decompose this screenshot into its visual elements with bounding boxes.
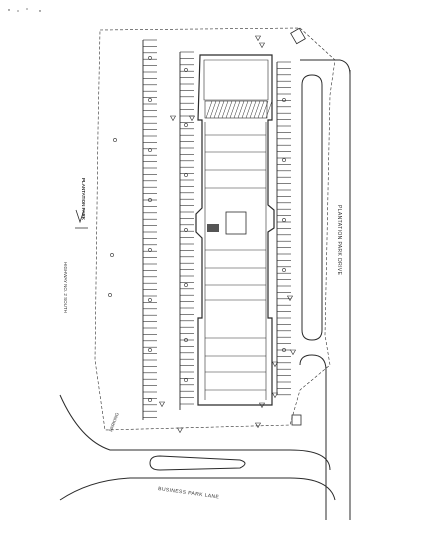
center-lobby bbox=[225, 211, 247, 235]
drawing-line bbox=[257, 100, 265, 119]
drawing-line bbox=[225, 100, 233, 119]
light-pole-marker bbox=[282, 158, 286, 162]
light-pole-marker bbox=[282, 98, 286, 102]
side-label-left: HIGHWAY NO. 2 SOUTH bbox=[63, 262, 68, 313]
signage-marker bbox=[254, 422, 262, 429]
signage-marker bbox=[289, 349, 297, 356]
light-pole-marker bbox=[282, 268, 286, 272]
drawing-line bbox=[213, 100, 221, 119]
light-pole-marker bbox=[184, 283, 188, 287]
corner-structure-top bbox=[290, 27, 306, 45]
light-pole-marker bbox=[282, 218, 286, 222]
signage-marker bbox=[176, 427, 184, 434]
inner-parking-row bbox=[179, 51, 194, 410]
tenant-unit-divisions bbox=[204, 122, 267, 400]
signage-marker bbox=[254, 35, 262, 42]
drawing-line bbox=[217, 100, 225, 119]
light-pole-marker bbox=[148, 298, 152, 302]
light-pole-marker bbox=[148, 348, 152, 352]
drawing-line bbox=[233, 100, 241, 119]
drawing-line bbox=[261, 100, 269, 119]
title-block-text: PLANTATION PARK bbox=[81, 178, 86, 221]
light-pole-marker bbox=[148, 56, 152, 60]
light-pole-marker bbox=[113, 138, 117, 142]
road-label-bottom: BUSINESS PARK LANE bbox=[158, 486, 220, 501]
scan-specks bbox=[8, 8, 41, 12]
title-block: PLANTATION PARK bbox=[75, 178, 88, 229]
signage-marker bbox=[258, 42, 266, 49]
light-pole-marker bbox=[148, 398, 152, 402]
light-pole-marker bbox=[148, 98, 152, 102]
hatched-unit bbox=[204, 100, 273, 119]
plantation-park-drive: PLANTATION PARK DRIVE bbox=[299, 59, 351, 520]
left-parking-row bbox=[142, 39, 157, 420]
drawing-line bbox=[237, 100, 245, 119]
light-pole-marker bbox=[108, 293, 112, 297]
light-pole-marker bbox=[184, 378, 188, 382]
road-label-right: PLANTATION PARK DRIVE bbox=[336, 205, 342, 276]
drawing-line bbox=[209, 100, 217, 119]
drawing-line bbox=[253, 100, 261, 119]
light-pole-marker bbox=[184, 228, 188, 232]
drawing-line bbox=[229, 100, 237, 119]
light-pole-marker bbox=[184, 68, 188, 72]
light-pole-marker bbox=[184, 338, 188, 342]
light-pole-marker bbox=[184, 173, 188, 177]
drawing-line bbox=[249, 100, 257, 119]
light-pole-marker bbox=[282, 348, 286, 352]
signage-marker bbox=[158, 401, 166, 408]
drawing-line bbox=[241, 100, 249, 119]
right-parking-row bbox=[276, 61, 291, 396]
drawing-line bbox=[205, 100, 213, 119]
light-pole-marker bbox=[148, 248, 152, 252]
property-boundary bbox=[94, 27, 336, 431]
bottom-left-label: PARKING bbox=[108, 411, 120, 432]
light-pole-marker bbox=[184, 123, 188, 127]
drawing-line bbox=[245, 100, 253, 119]
light-pole-marker bbox=[148, 148, 152, 152]
light-pole-marker bbox=[148, 198, 152, 202]
signage-marker bbox=[286, 295, 294, 302]
signage-marker bbox=[258, 402, 266, 409]
signage-marker bbox=[271, 392, 279, 399]
signage-marker bbox=[271, 361, 279, 368]
site-markers bbox=[108, 35, 297, 434]
signage-marker bbox=[169, 115, 177, 122]
drawing-line bbox=[265, 100, 273, 119]
drawing-line bbox=[221, 100, 229, 119]
building bbox=[195, 54, 275, 406]
corner-structure-bottom bbox=[291, 414, 302, 426]
lobby-hatch bbox=[207, 224, 219, 232]
light-pole-marker bbox=[110, 253, 114, 257]
business-park-lane: BUSINESS PARK LANE bbox=[59, 394, 336, 501]
signage-marker bbox=[188, 115, 196, 122]
